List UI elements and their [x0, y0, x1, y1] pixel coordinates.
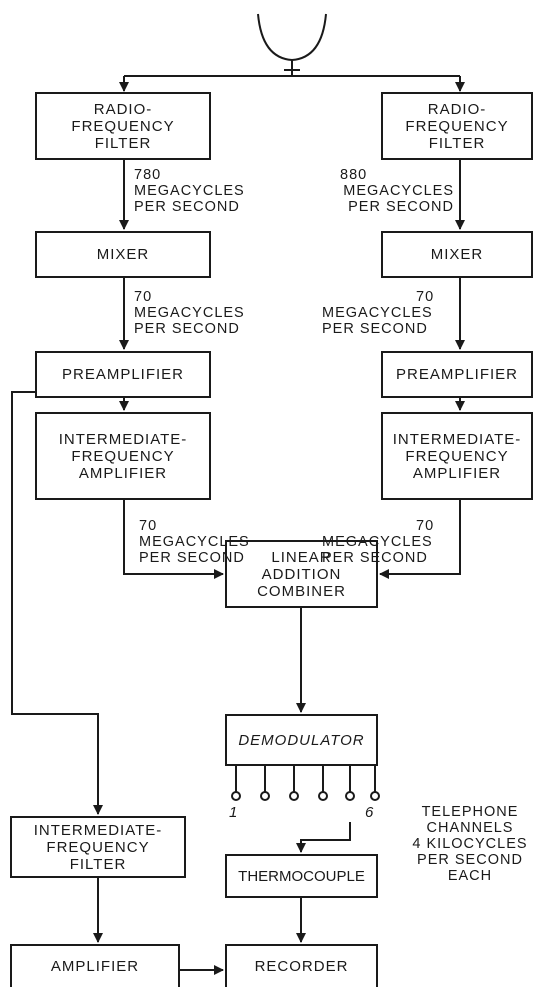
preamplifier-right: PREAMPLIFIER — [381, 351, 533, 398]
if-amplifier-right: INTERMEDIATE- FREQUENCY AMPLIFIER — [381, 412, 533, 500]
frequency-label-mixer-left: 70 MEGACYCLES PER SECOND — [134, 289, 245, 337]
telephone-channels-note: TELEPHONE CHANNELS 4 KILOCYCLES PER SECO… — [412, 804, 528, 884]
mixer-left: MIXER — [35, 231, 211, 278]
if-filter: INTERMEDIATE- FREQUENCY FILTER — [10, 816, 186, 878]
if-amplifier-left: INTERMEDIATE- FREQUENCY AMPLIFIER — [35, 412, 211, 500]
frequency-label-if-left: 70 MEGACYCLES PER SECOND — [139, 518, 250, 566]
channel-number-last: 6 — [365, 804, 374, 821]
amplifier: AMPLIFIER — [10, 944, 180, 987]
frequency-label-880: 880 MEGACYCLES PER SECOND — [340, 167, 454, 215]
recorder: RECORDER — [225, 944, 378, 987]
channel-number-first: 1 — [229, 804, 238, 821]
frequency-label-780: 780 MEGACYCLES PER SECOND — [134, 167, 245, 215]
mixer-right: MIXER — [381, 231, 533, 278]
thermocouple: THERMOCOUPLE — [225, 854, 378, 898]
frequency-label-if-right: 70 MEGACYCLES PER SECOND — [322, 518, 435, 566]
antenna-dish — [257, 13, 327, 62]
rf-filter-right: RADIO- FREQUENCY FILTER — [381, 92, 533, 160]
rf-filter-left: RADIO- FREQUENCY FILTER — [35, 92, 211, 160]
linear-addition-combiner: LINEAR ADDITION COMBINER — [225, 540, 378, 608]
frequency-label-mixer-right: 70 MEGACYCLES PER SECOND — [322, 289, 435, 337]
preamplifier-left: PREAMPLIFIER — [35, 351, 211, 398]
demodulator: DEMODULATOR — [225, 714, 378, 766]
